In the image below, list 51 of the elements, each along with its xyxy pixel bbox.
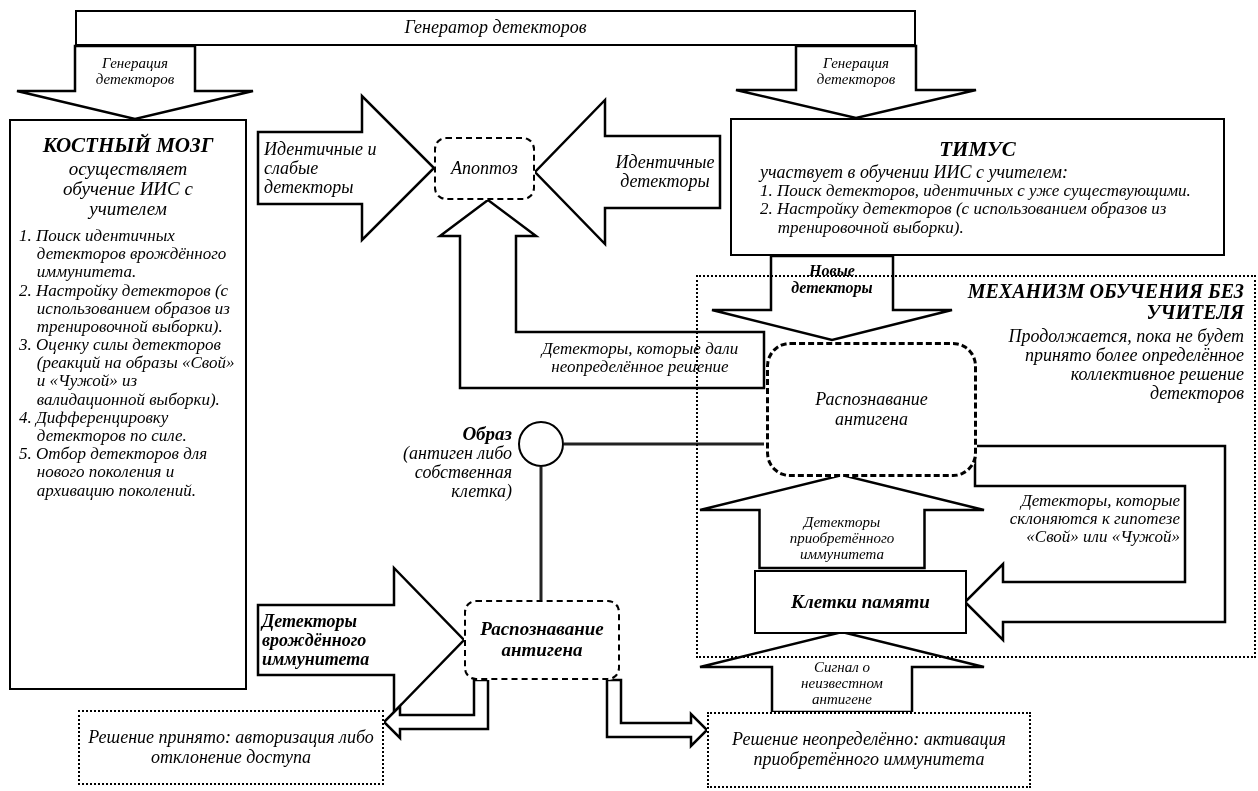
edge-label: Детекторы врождённого иммунитета — [262, 612, 371, 669]
box-subtitle: осуществляет обучение ИИС с учителем — [62, 159, 194, 219]
box-text: Генератор детекторов — [403, 18, 588, 38]
process-box — [9, 119, 247, 690]
edge-label: Детекторы, которые дали неопределённое решение — [539, 340, 740, 376]
edge-label: Сигнал о неизвестном антигене — [800, 660, 884, 708]
list-item: 5. Отбор детекторов для нового поколения и архивацию поколений. — [19, 445, 209, 500]
dashed-rounded-box — [464, 600, 620, 680]
edge-label: Идентичные и слабые детекторы — [264, 140, 378, 197]
list-item: 1. Поиск идентичных детекторов врождённого иммунитета. — [19, 226, 228, 282]
box-heading: КОСТНЫЙ МОЗГ — [41, 133, 215, 158]
box-text: Распознавание антигена — [814, 389, 929, 430]
block-arrow — [605, 678, 709, 749]
block-arrow — [710, 254, 954, 342]
process-box — [75, 10, 916, 46]
node-caption: Образ — [461, 424, 512, 444]
edge-label: Идентичные детекторы — [614, 153, 716, 191]
block-arrow — [436, 198, 766, 390]
connector-line — [564, 442, 764, 446]
list-item: 4. Дифференцировку детекторов по силе. — [19, 408, 187, 446]
box-text: Клетки памяти — [790, 591, 931, 613]
dotted-box — [707, 712, 1031, 788]
region-note: Продолжается, пока не будет принято более определённое коллективное решение детекторов — [1007, 327, 1244, 403]
box-heading: ТИМУС — [938, 137, 1017, 162]
list-item: 1. Поиск детекторов, идентичных с уже существующими. — [760, 182, 1192, 201]
list-item: 2. Настройку детекторов (с использованием образов из тренировочной выборки). — [19, 281, 231, 337]
edge-label: Детекторы приобретённого иммунитета — [788, 515, 896, 563]
dashed-rounded-box — [434, 137, 535, 200]
box-text: Распознавание антигена — [479, 619, 605, 661]
block-arrow — [15, 44, 255, 121]
dotted-box — [78, 710, 384, 785]
process-box — [730, 118, 1225, 256]
edge-label: Генерация детекторов — [815, 56, 897, 88]
block-arrow — [533, 96, 722, 248]
circle-node — [518, 421, 564, 467]
connector-line — [539, 467, 543, 600]
region-heading: МЕХАНИЗМ ОБУЧЕНИЯ БЕЗ УЧИТЕЛЯ — [966, 281, 1244, 323]
block-arrow — [256, 93, 436, 243]
box-text: Решение принято: авторизация либо отклонение доступа — [88, 727, 374, 768]
block-arrow — [734, 44, 978, 120]
box-text: Решение неопределённо: активация приобретённого иммунитета — [731, 730, 1007, 770]
box-text: участвует в обучении ИИС с учителем: — [757, 163, 1069, 183]
list-item: 2. Настройку детекторов (с использованием образов из тренировочной выборки). — [759, 200, 1167, 237]
node-note: (антиген либо собственная клетка) — [401, 443, 512, 501]
dashed-rounded-box — [766, 342, 977, 477]
process-box — [754, 570, 967, 634]
box-text: Апоптоз — [449, 158, 519, 179]
block-arrow — [382, 678, 490, 741]
edge-label: Детекторы, которые склоняются к гипотезе «Свой» или «Чужой» — [1008, 492, 1180, 546]
edge-label: Генерация детекторов — [94, 56, 176, 88]
list-item: 3. Оценку силы детекторов (реакций на образы «Свой» и «Чужой» из валидационной выборки). — [19, 336, 236, 409]
